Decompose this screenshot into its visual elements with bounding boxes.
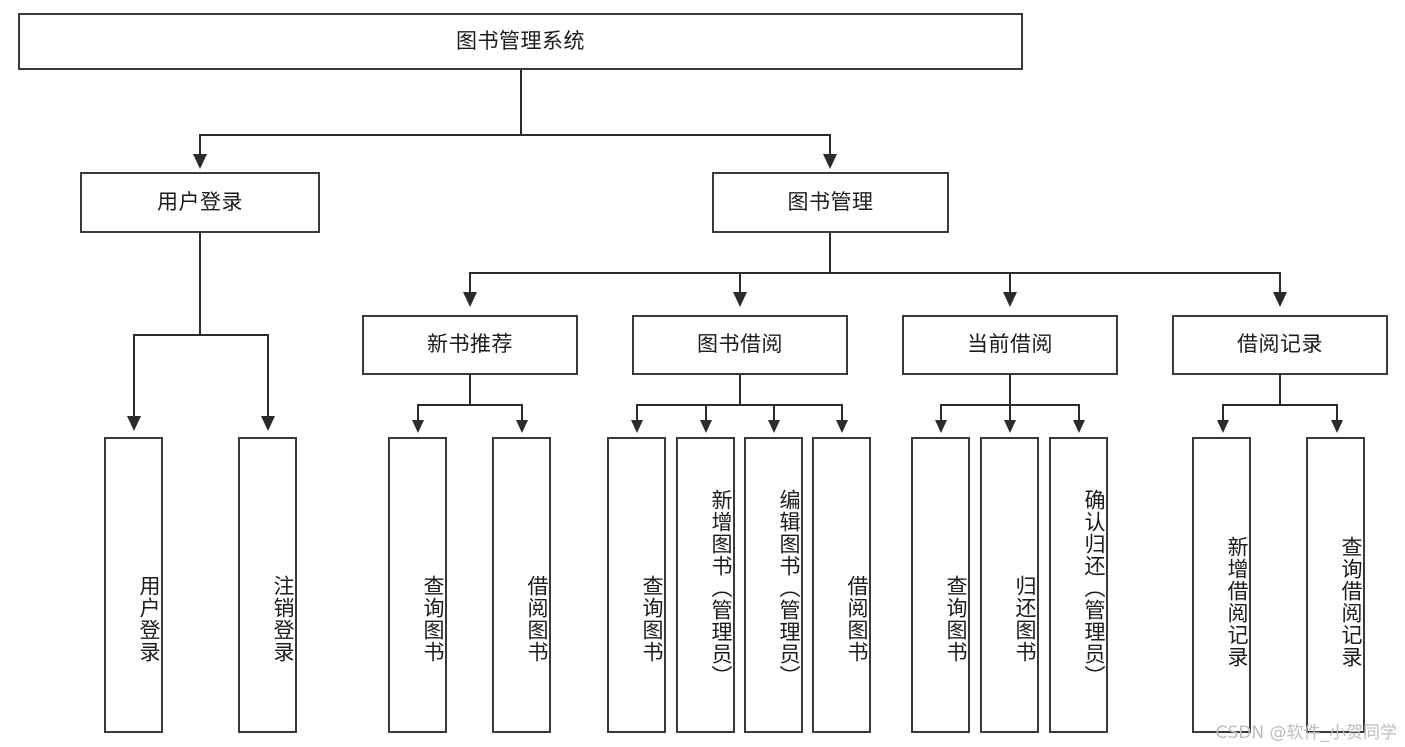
node-label: 查询图书 — [421, 575, 445, 663]
connector-newbook-leaf-1 — [417, 404, 419, 422]
connector-bookmgmt-stem — [829, 233, 831, 273]
connector-login-bus — [133, 334, 267, 336]
node-borrow-record[interactable]: 借阅记录 — [1172, 315, 1388, 375]
connector-root-to-bookmgmt — [829, 134, 831, 156]
connector-borrowrecord-bus — [1222, 404, 1338, 406]
leaf-borrow-book[interactable]: 借阅图书 — [812, 437, 871, 733]
connector-bookmgmt-to-record — [1279, 272, 1281, 294]
connector-newbook-bus — [417, 404, 523, 406]
leaf-confirm-return-admin[interactable]: 确认归还（管理员） — [1049, 437, 1108, 733]
connector-currentborrow-leaf-1 — [940, 404, 942, 422]
node-label: 图书管理系统 — [456, 28, 585, 53]
connector-root-to-login — [199, 134, 201, 156]
leaf-query-book-current[interactable]: 查询图书 — [911, 437, 970, 733]
node-label: 注销登录 — [271, 575, 295, 663]
arrowhead-bookborrow-leaf-4 — [836, 420, 848, 433]
arrowhead-bookmgmt-record — [1273, 292, 1287, 307]
connector-login-to-leaf-2 — [267, 334, 269, 418]
node-label: 查询图书 — [944, 575, 968, 663]
node-label: 查询图书 — [640, 575, 664, 663]
node-label: 编辑图书（管理员） — [777, 489, 801, 687]
connector-bookborrow-leaf-1 — [636, 404, 638, 422]
connector-bookborrow-leaf-3 — [773, 404, 775, 422]
connector-borrowrecord-leaf-1 — [1222, 404, 1224, 422]
leaf-query-book-borrow[interactable]: 查询图书 — [607, 437, 666, 733]
connector-borrowrecord-leaf-2 — [1336, 404, 1338, 422]
leaf-query-borrow-record[interactable]: 查询借阅记录 — [1306, 437, 1365, 733]
arrowhead-newbook-leaf-1 — [412, 420, 424, 433]
node-current-borrow[interactable]: 当前借阅 — [902, 315, 1118, 375]
leaf-add-book-admin[interactable]: 新增图书（管理员） — [676, 437, 735, 733]
connector-bookmgmt-to-current — [1009, 272, 1011, 294]
arrowhead-login-leaf-2 — [261, 416, 275, 431]
node-label: 借阅记录 — [1237, 332, 1323, 357]
connector-bookmgmt-to-new — [469, 272, 471, 294]
node-label: 图书管理 — [787, 189, 874, 214]
arrowhead-login-leaf-1 — [127, 416, 141, 431]
connector-bookborrow-leaf-4 — [841, 404, 843, 422]
arrowhead-currentborrow-leaf-2 — [1004, 420, 1016, 433]
leaf-return-book[interactable]: 归还图书 — [980, 437, 1039, 733]
node-label: 新增借阅记录 — [1225, 536, 1249, 668]
leaf-edit-book-admin[interactable]: 编辑图书（管理员） — [744, 437, 803, 733]
arrowhead-newbook-leaf-2 — [516, 420, 528, 433]
node-label: 用户登录 — [137, 575, 161, 663]
connector-bookmgmt-to-borrow — [739, 272, 741, 294]
connector-currentborrow-leaf-3 — [1078, 404, 1080, 422]
node-label: 图书借阅 — [697, 332, 783, 357]
arrowhead-bookmgmt-current — [1003, 292, 1017, 307]
node-label: 用户登录 — [157, 189, 243, 214]
leaf-logout[interactable]: 注销登录 — [238, 437, 297, 733]
leaf-add-borrow-record[interactable]: 新增借阅记录 — [1192, 437, 1251, 733]
connector-login-to-leaf-1 — [133, 334, 135, 418]
arrowhead-bookborrow-leaf-2 — [700, 420, 712, 433]
connector-newbook-leaf-2 — [521, 404, 523, 422]
node-label: 新书推荐 — [427, 332, 513, 357]
arrowhead-bookborrow-leaf-3 — [768, 420, 780, 433]
watermark-text: CSDN @软件_小贺同学 — [1215, 723, 1397, 743]
node-book-management[interactable]: 图书管理 — [712, 172, 949, 233]
connector-root-bus — [199, 134, 831, 136]
node-label: 当前借阅 — [967, 332, 1053, 357]
node-label: 查询借阅记录 — [1339, 536, 1363, 668]
node-label: 归还图书 — [1013, 575, 1037, 663]
arrowhead-root-to-login — [193, 154, 207, 169]
node-user-login[interactable]: 用户登录 — [80, 172, 320, 233]
node-label: 确认归还（管理员） — [1082, 489, 1106, 687]
arrowhead-currentborrow-leaf-1 — [935, 420, 947, 433]
node-label: 借阅图书 — [525, 575, 549, 663]
node-new-book-recommend[interactable]: 新书推荐 — [362, 315, 578, 375]
connector-login-stem — [199, 233, 201, 335]
leaf-borrow-book-new[interactable]: 借阅图书 — [492, 437, 551, 733]
node-book-borrow[interactable]: 图书借阅 — [632, 315, 848, 375]
arrowhead-bookborrow-leaf-1 — [631, 420, 643, 433]
arrowhead-bookmgmt-new — [463, 292, 477, 307]
leaf-query-book-new[interactable]: 查询图书 — [388, 437, 447, 733]
arrowhead-bookmgmt-borrow — [733, 292, 747, 307]
node-root-system[interactable]: 图书管理系统 — [18, 13, 1023, 70]
connector-bookborrow-bus — [636, 404, 843, 406]
connector-newbook-stem — [469, 375, 471, 405]
node-label: 新增图书（管理员） — [709, 489, 733, 687]
connector-bookborrow-stem — [739, 375, 741, 405]
arrowhead-borrowrecord-leaf-1 — [1217, 420, 1229, 433]
connector-currentborrow-leaf-2 — [1009, 404, 1011, 422]
leaf-user-login[interactable]: 用户登录 — [104, 437, 163, 733]
node-label: 借阅图书 — [845, 575, 869, 663]
connector-root-stem — [520, 70, 522, 135]
connector-borrowrecord-stem — [1279, 375, 1281, 405]
arrowhead-borrowrecord-leaf-2 — [1331, 420, 1343, 433]
arrowhead-root-to-bookmgmt — [823, 154, 837, 169]
connector-bookborrow-leaf-2 — [705, 404, 707, 422]
arrowhead-currentborrow-leaf-3 — [1073, 420, 1085, 433]
connector-currentborrow-stem — [1009, 375, 1011, 405]
connector-bookmgmt-bus — [469, 272, 1280, 274]
